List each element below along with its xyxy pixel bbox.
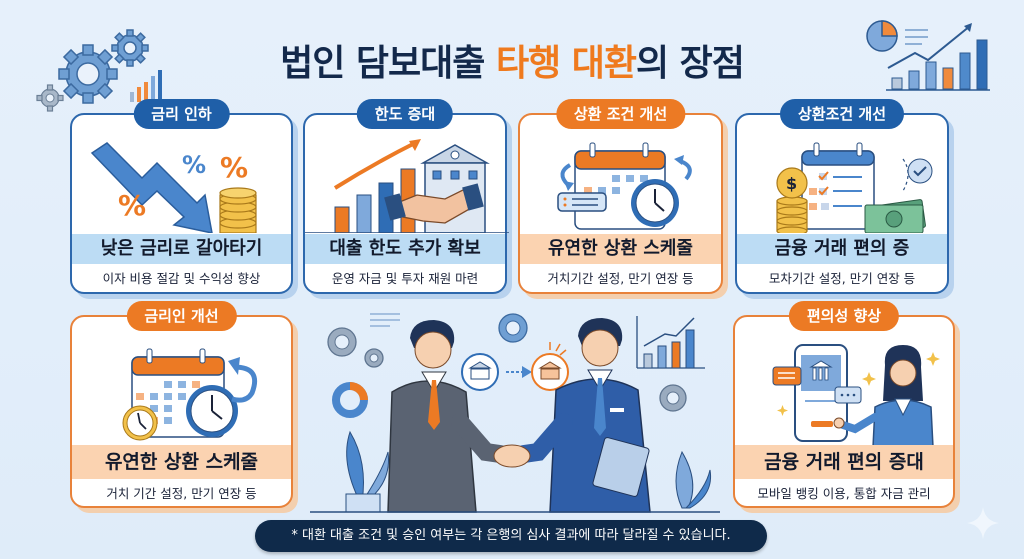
benefit-card-repayment-terms: 상환 조건 개선 유연한 상환 스케줄 거치기간 설정: [518, 99, 723, 294]
page-title: 법인 담보대출 타행 대환의 장점: [0, 34, 1024, 86]
card-badge: 한도 증대: [356, 99, 454, 129]
benefit-card-repayment-terms-2: 상환조건 개선 $: [735, 99, 949, 294]
svg-text:%: %: [220, 151, 248, 184]
card-headline: 유연한 상환 스케줄: [520, 234, 721, 264]
card-subtext: 이자 비용 절감 및 수익성 향상: [102, 271, 261, 286]
gears-decoration-icon: [30, 14, 170, 114]
card-badge: 상환조건 개선: [779, 99, 905, 129]
svg-text:%: %: [182, 151, 206, 179]
title-part-1: 법인 담보대출: [280, 43, 496, 84]
card-subtext: 모차기간 설정, 만기 연장 등: [768, 271, 916, 286]
card-subtext: 운영 자금 및 투자 재원 마련: [331, 271, 479, 286]
card-headline: 금융 거래 편의 증: [737, 234, 947, 264]
calendar-clocks-icon: [72, 337, 291, 447]
card-headline: 유연한 상환 스케줄: [72, 445, 291, 479]
title-accent: 타행 대환: [495, 43, 637, 84]
svg-text:%: %: [118, 189, 146, 222]
growth-chart-decoration-icon: [860, 18, 990, 93]
benefit-card-rate-improvement: 금리인 개선 유연한 상환 스케줄 거치 기간 설정, 만기 연: [70, 301, 293, 508]
checklist-money-icon: $: [737, 133, 947, 233]
card-headline: 낮은 금리로 갈아타기: [72, 234, 291, 264]
card-subtext: 모바일 뱅킹 이용, 통합 자금 관리: [757, 486, 931, 501]
card-subtext: 거치 기간 설정, 만기 연장 등: [106, 486, 257, 501]
card-headline: 금융 거래 편의 증대: [735, 445, 953, 479]
disclaimer-note: * 대환 대출 조건 및 승인 여부는 각 은행의 심사 결과에 따라 달라질 …: [255, 520, 767, 552]
mobile-banking-agent-icon: [735, 337, 953, 447]
handshake-bank-transfer-illustration: [310, 302, 720, 514]
card-badge: 편의성 향상: [788, 301, 900, 331]
calendar-clock-icon: [520, 133, 721, 233]
sparkle-icon: [965, 505, 1001, 541]
card-badge: 상환 조건 개선: [555, 99, 686, 129]
card-subtext: 거치기간 설정, 만기 연장 등: [547, 271, 694, 286]
svg-text:$: $: [786, 174, 797, 193]
title-part-2: 의 장점: [635, 43, 745, 84]
falling-rate-coins-icon: % % %: [72, 133, 291, 233]
growth-bank-handshake-icon: [305, 133, 509, 233]
card-badge: 금리인 개선: [126, 301, 237, 331]
benefit-card-rate-cut: 금리 인하 % % % 낮은 금리로 갈아타기 이자 비용 절감 및 수익성 향…: [70, 99, 293, 294]
card-badge: 금리 인하: [133, 99, 230, 129]
benefit-card-limit-increase: 한도 증대 대출 한도 추가 확보 운영 자금 및 투자 재원 마련: [303, 99, 509, 294]
card-headline: 대출 한도 추가 확보: [305, 234, 505, 264]
benefit-card-convenience: 편의성 향상 금융 거래 편의 증대 모바일 뱅킹: [733, 301, 955, 508]
